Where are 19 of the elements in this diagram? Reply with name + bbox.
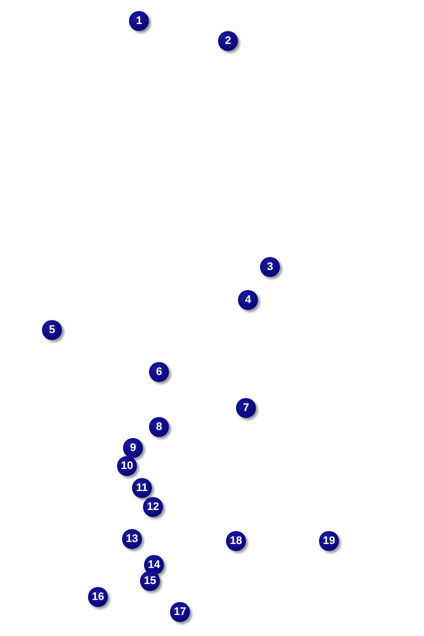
callout-number: 11	[132, 478, 152, 498]
callout-number: 13	[122, 529, 142, 549]
callout-number: 10	[117, 456, 137, 476]
callout-number: 14	[144, 555, 164, 575]
callout-number: 5	[42, 320, 62, 340]
callout-number: 16	[88, 587, 108, 607]
callout-number: 19	[319, 531, 339, 551]
callout-number: 7	[236, 398, 256, 418]
callout-number: 15	[140, 571, 160, 591]
callout-number: 6	[149, 362, 169, 382]
callout-number: 4	[238, 290, 258, 310]
callout-number: 2	[218, 31, 238, 51]
callout-number: 18	[226, 531, 246, 551]
callout-number: 9	[123, 438, 143, 458]
callout-number: 3	[260, 257, 280, 277]
callout-number: 12	[143, 497, 163, 517]
callout-number: 1	[129, 11, 149, 31]
callout-number: 17	[170, 602, 190, 622]
callout-number: 8	[149, 417, 169, 437]
